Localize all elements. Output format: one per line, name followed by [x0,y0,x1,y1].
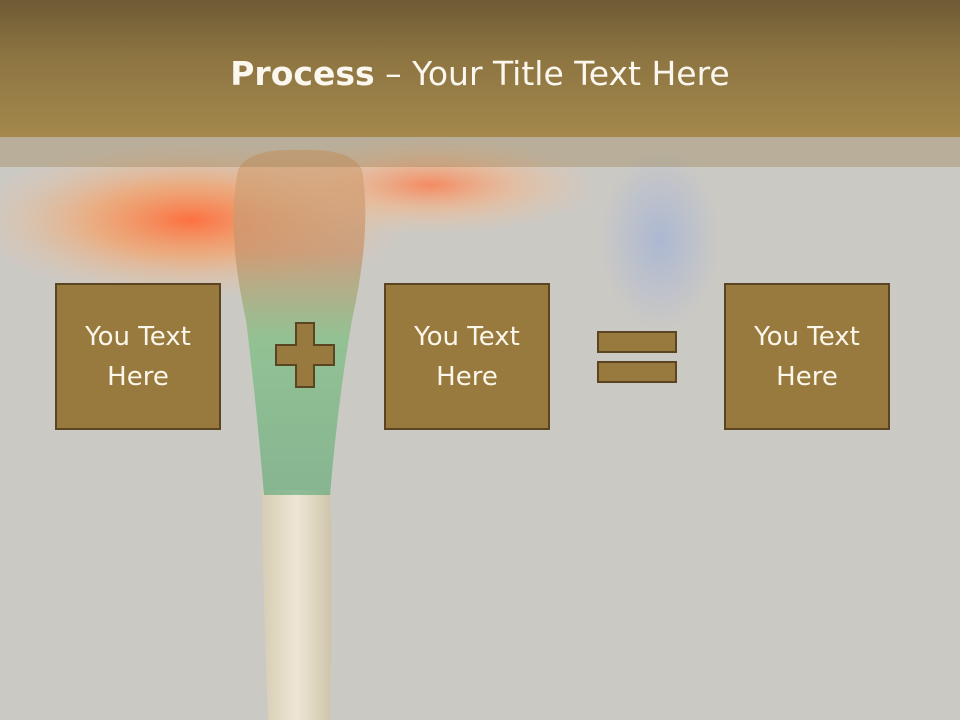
title-strip [0,137,960,167]
text-box-3[interactable]: You Text Here [724,283,890,430]
slide-title: Process – Your Title Text Here [0,52,960,96]
equals-icon [597,331,677,383]
text-box-3-label: You Text Here [754,321,860,392]
title-rest: – Your Title Text Here [374,54,730,93]
title-bar [0,0,960,137]
text-box-2-label: You Text Here [414,321,520,392]
text-box-1[interactable]: You Text Here [55,283,221,430]
text-box-1-label: You Text Here [85,321,191,392]
plus-icon [275,322,335,388]
title-bold: Process [230,54,375,93]
text-box-2[interactable]: You Text Here [384,283,550,430]
